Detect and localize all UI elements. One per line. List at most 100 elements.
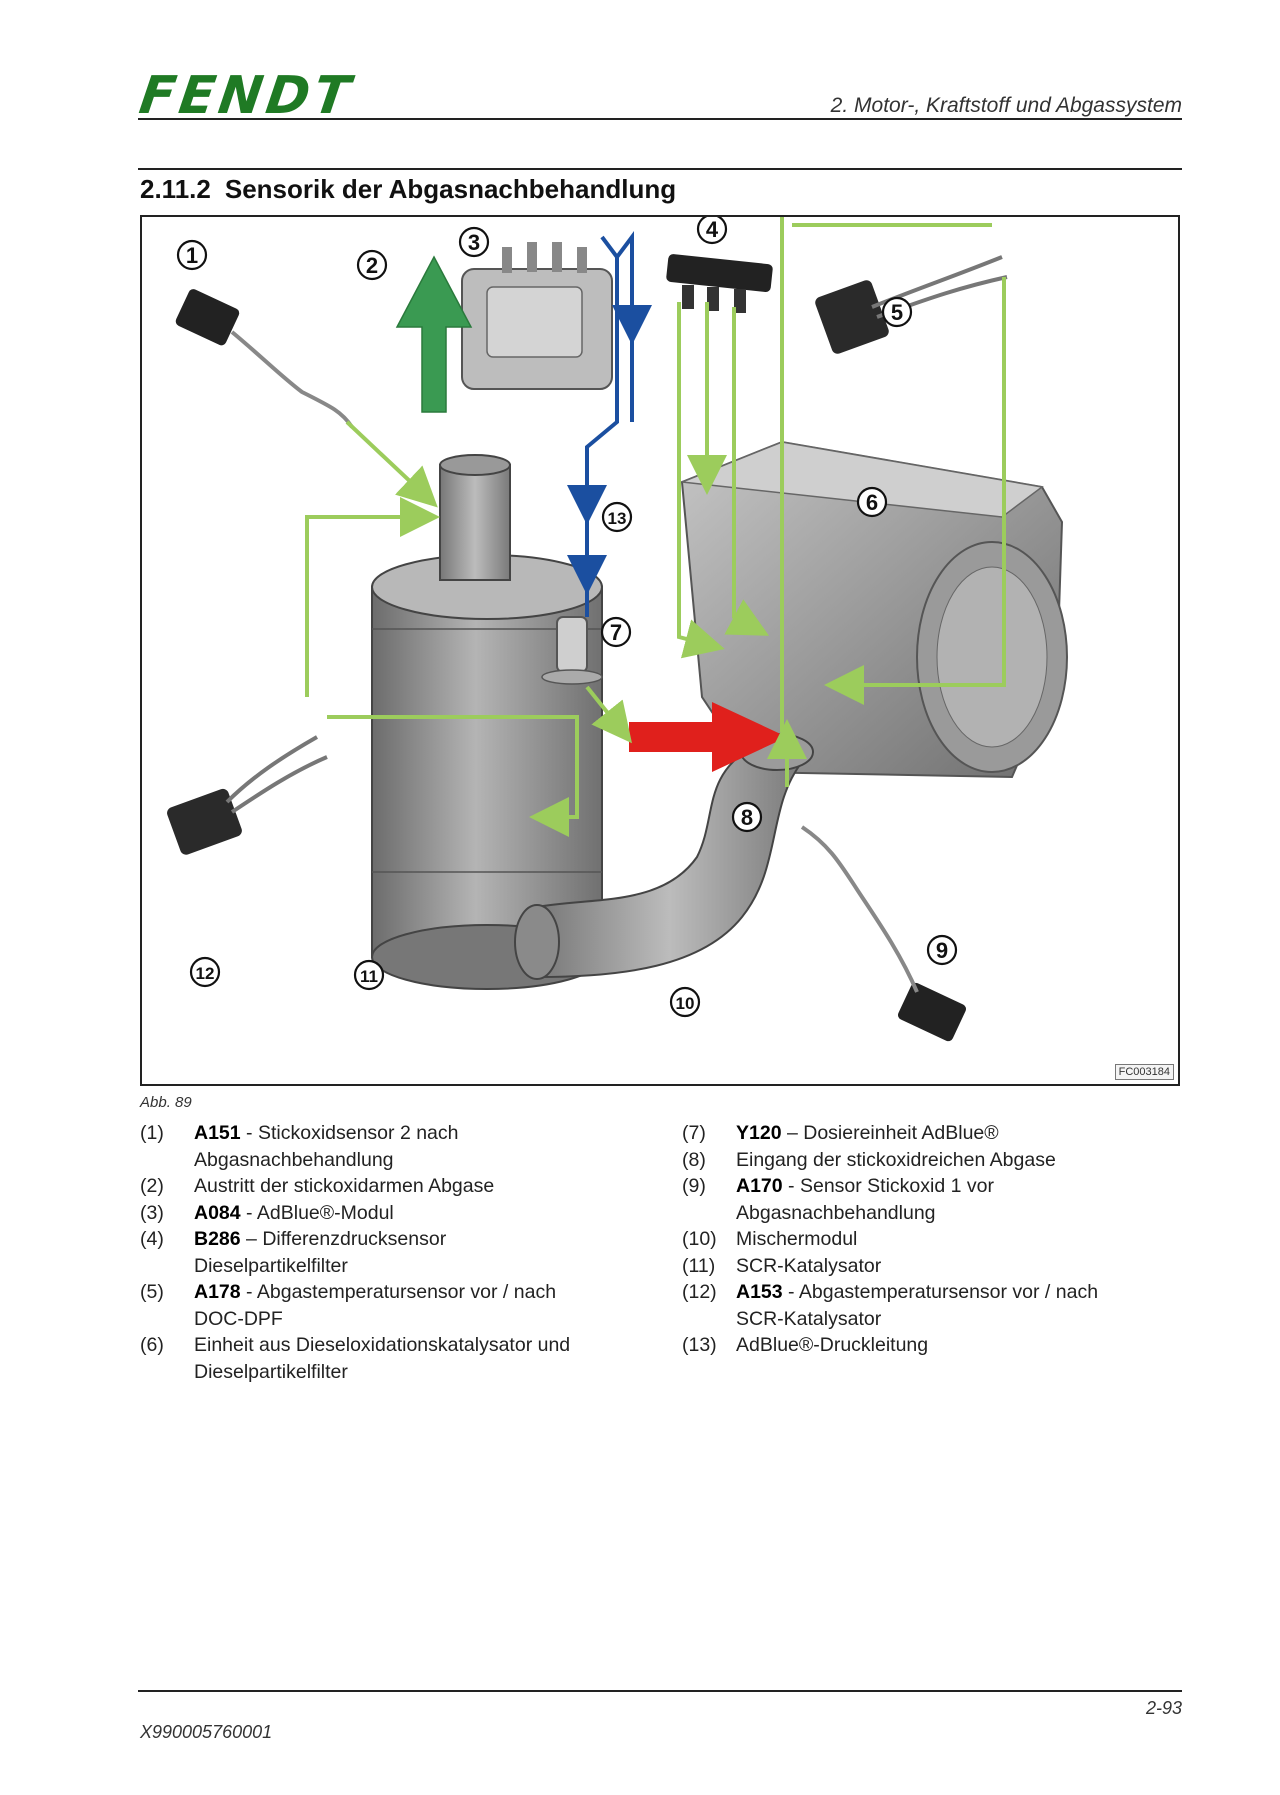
legend-text: A084 - AdBlue®-Modul bbox=[194, 1200, 660, 1227]
svg-text:12: 12 bbox=[196, 964, 215, 983]
legend-description: Stickoxidsensor 2 nach bbox=[257, 1122, 459, 1144]
callout-6: 6 bbox=[856, 486, 888, 518]
legend-description: Differenzdrucksensor bbox=[262, 1228, 447, 1250]
callout-11: 11 bbox=[353, 959, 385, 991]
legend-number: (5) bbox=[140, 1281, 164, 1303]
brand-logo: FENDT bbox=[135, 66, 358, 126]
legend-description: AdBlue®-Druckleitung bbox=[736, 1334, 929, 1356]
temp-sensor-a153 bbox=[167, 735, 328, 855]
legend-number: (9) bbox=[682, 1175, 706, 1197]
figure-illustration: 1 2 3 4 5 6 7 8 9 10 11 12 13 bbox=[167, 217, 1068, 1042]
legend-number: (1) bbox=[140, 1122, 164, 1144]
legend-item: (12) A153 - Abgastemperatursensor vor / n… bbox=[682, 1279, 1182, 1332]
legend-number: (12) bbox=[682, 1281, 717, 1303]
figure-caption: Abb. 89 bbox=[140, 1094, 192, 1111]
svg-text:1: 1 bbox=[186, 243, 198, 268]
legend-item: (8) Eingang der stickoxidreichen Abgase bbox=[682, 1147, 1182, 1174]
adblue-module bbox=[461, 242, 613, 390]
section-title: Sensorik der Abgasnachbehandlung bbox=[224, 174, 677, 204]
legend-separator: - bbox=[240, 1201, 257, 1224]
legend-code: A178 bbox=[194, 1281, 241, 1303]
svg-text:13: 13 bbox=[608, 509, 627, 528]
callout-5: 5 bbox=[881, 296, 913, 328]
legend-separator: - bbox=[782, 1281, 799, 1303]
callout-2: 2 bbox=[356, 249, 388, 281]
legend-item: (2)Austritt der stickoxidarmen Abgase bbox=[140, 1173, 660, 1200]
legend-text: Einheit aus Dieseloxidationskatalysator … bbox=[194, 1332, 660, 1385]
legend-text: Austritt der stickoxidarmen Abgase bbox=[194, 1173, 660, 1200]
legend-item: (5) A178 - Abgastemperatursensor vor / na… bbox=[140, 1279, 660, 1332]
pressure-sensor-b286 bbox=[666, 254, 773, 313]
legend-description: SCR-Katalysator bbox=[736, 1254, 882, 1277]
legend-item: (11)SCR-Katalysator bbox=[682, 1253, 1182, 1280]
svg-text:11: 11 bbox=[360, 967, 378, 986]
legend-number: (6) bbox=[140, 1334, 164, 1356]
svg-text:2: 2 bbox=[366, 253, 378, 278]
legend-number: (8) bbox=[682, 1148, 706, 1171]
legend-description: Abgastemperatursensor vor / nach bbox=[798, 1281, 1099, 1303]
legend-item: (10)Mischermodul bbox=[682, 1226, 1182, 1253]
legend-description: Sensor Stickoxid 1 vor bbox=[799, 1175, 994, 1197]
callout-8: 8 bbox=[731, 801, 763, 833]
callout-12: 12 bbox=[189, 956, 221, 988]
callout-1: 1 bbox=[176, 239, 208, 271]
legend-item: (3) A084 - AdBlue®-Modul bbox=[140, 1200, 660, 1227]
legend-description: Eingang der stickoxidreichen Abgase bbox=[736, 1148, 1056, 1171]
svg-text:6: 6 bbox=[866, 490, 878, 515]
legend-text: Eingang der stickoxidreichen Abgase bbox=[736, 1147, 1182, 1174]
legend-separator: – bbox=[781, 1122, 804, 1144]
section-number: 2.11.2 bbox=[140, 174, 211, 204]
svg-text:8: 8 bbox=[741, 805, 753, 830]
dosing-unit-y120 bbox=[541, 616, 603, 685]
legend-text: AdBlue®-Druckleitung bbox=[736, 1332, 1182, 1359]
inflow-arrow bbox=[629, 702, 787, 772]
svg-text:5: 5 bbox=[891, 300, 903, 325]
adblue-pressure-line bbox=[567, 231, 652, 617]
legend-code: Y120 bbox=[736, 1122, 782, 1144]
figure-code: FC003184 bbox=[1114, 1064, 1174, 1080]
legend-text: SCR-Katalysator bbox=[736, 1253, 1182, 1280]
svg-text:4: 4 bbox=[706, 217, 719, 242]
callout-9: 9 bbox=[926, 934, 958, 966]
legend-separator: - bbox=[240, 1281, 257, 1303]
svg-text:9: 9 bbox=[936, 938, 948, 963]
legend-number: (3) bbox=[140, 1201, 164, 1224]
legend-text: Y120 – Dosiereinheit AdBlue® bbox=[736, 1120, 1182, 1147]
legend-number: (4) bbox=[140, 1228, 164, 1250]
legend-code: A151 bbox=[194, 1122, 241, 1144]
svg-text:3: 3 bbox=[468, 230, 480, 255]
doc-dpf-unit bbox=[680, 440, 1068, 779]
legend-description-cont: SCR-Katalysator bbox=[736, 1307, 882, 1330]
footer-rule bbox=[138, 1690, 1182, 1692]
page-number: 2-93 bbox=[1145, 1698, 1182, 1718]
legend-separator: - bbox=[782, 1175, 800, 1197]
legend-right: (7) Y120 – Dosiereinheit AdBlue® (8) Eingan… bbox=[682, 1120, 1182, 1359]
header-rule bbox=[138, 118, 1182, 120]
legend-separator: – bbox=[240, 1228, 263, 1250]
legend-description: Abgastemperatursensor vor / nach bbox=[256, 1281, 557, 1303]
legend-description-cont: DOC-DPF bbox=[194, 1307, 283, 1330]
legend-code: A084 bbox=[194, 1201, 241, 1224]
svg-text:7: 7 bbox=[610, 620, 622, 645]
nox-sensor-a151 bbox=[175, 289, 354, 429]
svg-text:10: 10 bbox=[676, 994, 695, 1013]
legend-description: AdBlue®-Modul bbox=[256, 1201, 394, 1224]
nox-sensor-a170 bbox=[800, 825, 966, 1042]
legend-code: B286 bbox=[194, 1228, 241, 1250]
exhaust-aftertreatment-figure: 1 2 3 4 5 6 7 8 9 10 11 12 13 FC003184 bbox=[140, 215, 1180, 1086]
legend-description-cont: Dieselpartikelfilter bbox=[194, 1254, 348, 1277]
callout-3: 3 bbox=[458, 226, 490, 258]
legend-description: Mischermodul bbox=[736, 1228, 858, 1250]
legend-code: A153 bbox=[736, 1281, 783, 1303]
callout-7: 7 bbox=[600, 616, 632, 648]
legend-number: (7) bbox=[682, 1122, 706, 1144]
legend-text: Mischermodul bbox=[736, 1226, 1182, 1253]
